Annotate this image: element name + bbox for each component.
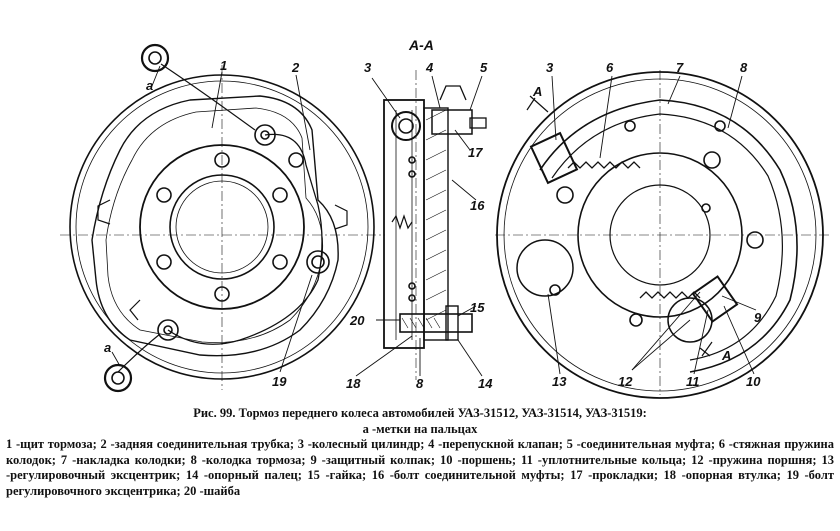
caption-legend: 1 -щит тормоза; 2 -задняя соединительная… bbox=[6, 437, 834, 498]
callout-20: 20 bbox=[349, 313, 365, 328]
callout-1: 1 bbox=[220, 58, 227, 73]
callout-4: 4 bbox=[425, 60, 434, 75]
leader-lines bbox=[111, 65, 757, 377]
eccentric-bolt bbox=[306, 250, 330, 274]
shoe-lining-inner bbox=[551, 113, 783, 361]
section-arrow-label-bottom: A bbox=[721, 348, 731, 363]
mark-label-bottom: a bbox=[104, 340, 111, 355]
callout-19: 19 bbox=[272, 374, 287, 389]
callout-18: 18 bbox=[346, 376, 361, 391]
callout-10: 10 bbox=[746, 374, 761, 389]
caption-subtitle: а -метки на пальцах bbox=[362, 421, 478, 436]
callout-12: 12 bbox=[618, 374, 633, 389]
callout-6: 6 bbox=[606, 60, 614, 75]
callout-3-right: 3 bbox=[546, 60, 554, 75]
callout-11: 11 bbox=[686, 374, 700, 389]
middle-view-section bbox=[383, 70, 487, 380]
shoe-lining-outer bbox=[539, 99, 798, 373]
callout-15: 15 bbox=[470, 300, 485, 315]
section-wheel-cylinder bbox=[391, 111, 421, 141]
brake-diagram: А-А 1 2 3 4 5 17 16 15 20 18 8 14 19 3 6… bbox=[60, 37, 830, 399]
caption-title: Рис. 99. Тормоз переднего колеса автомоб… bbox=[193, 406, 647, 420]
connecting-tube bbox=[167, 133, 323, 345]
callout-2: 2 bbox=[291, 60, 300, 75]
section-arrow-label-top: A bbox=[532, 84, 542, 99]
mark-label-top: a bbox=[146, 78, 153, 93]
figure-caption: Рис. 99. Тормоз переднего колеса автомоб… bbox=[0, 406, 840, 499]
callout-17: 17 bbox=[468, 145, 483, 160]
mark-pin-bottom bbox=[103, 363, 133, 393]
section-drum-wall bbox=[383, 99, 425, 349]
lower-cylinder bbox=[691, 275, 739, 323]
callout-7: 7 bbox=[676, 60, 684, 75]
return-spring-top bbox=[567, 161, 641, 169]
callout-9: 9 bbox=[754, 310, 762, 325]
left-view-brake-shield bbox=[60, 43, 385, 393]
callout-14: 14 bbox=[478, 376, 493, 391]
mark-pin-top bbox=[140, 43, 170, 73]
callout-16: 16 bbox=[470, 198, 485, 213]
right-view-brake-shoes bbox=[495, 70, 830, 399]
section-support-pin bbox=[399, 313, 473, 333]
return-spring-bottom bbox=[639, 291, 701, 299]
callout-3-middle: 3 bbox=[364, 60, 372, 75]
right-wheel-cylinder bbox=[529, 131, 579, 185]
adjusting-eccentric bbox=[516, 239, 574, 297]
section-label: А-А bbox=[408, 37, 434, 53]
bottom-fitting bbox=[157, 319, 179, 341]
callout-5: 5 bbox=[480, 60, 488, 75]
diagram-canvas: А-А 1 2 3 4 5 17 16 15 20 18 8 14 19 3 6… bbox=[60, 37, 830, 399]
callout-13: 13 bbox=[552, 374, 567, 389]
shield-plate-contour bbox=[91, 95, 339, 357]
callout-8-middle: 8 bbox=[416, 376, 424, 391]
callout-labels: А-А 1 2 3 4 5 17 16 15 20 18 8 14 19 3 6… bbox=[104, 37, 762, 391]
callout-8-right: 8 bbox=[740, 60, 748, 75]
